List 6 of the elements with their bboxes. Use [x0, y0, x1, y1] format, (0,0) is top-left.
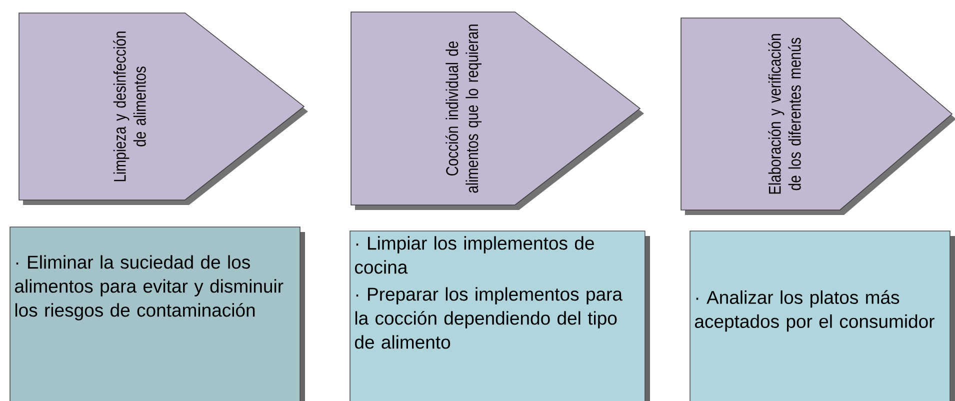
text-box: · Analizar los platos más aceptados por el consumidor [690, 230, 955, 401]
text-box: · Eliminar la suciedad de los alimentos para evitar y disminuir los riesgos de contaminación [10, 226, 305, 401]
pentagon-arrow-box: Cocción individual de alimentos que lo requieran [350, 12, 644, 210]
text-box: · Limpiar los implementos de cocina · Preparar los implementos para la cocción dependiendo del tipo de alimento [350, 230, 650, 401]
pentagon-arrow-box: Limpieza y desinfección de alimentos [18, 12, 308, 205]
pentagon-arrow-box: Elaboración y verificación de los diferentes menús [680, 18, 955, 215]
